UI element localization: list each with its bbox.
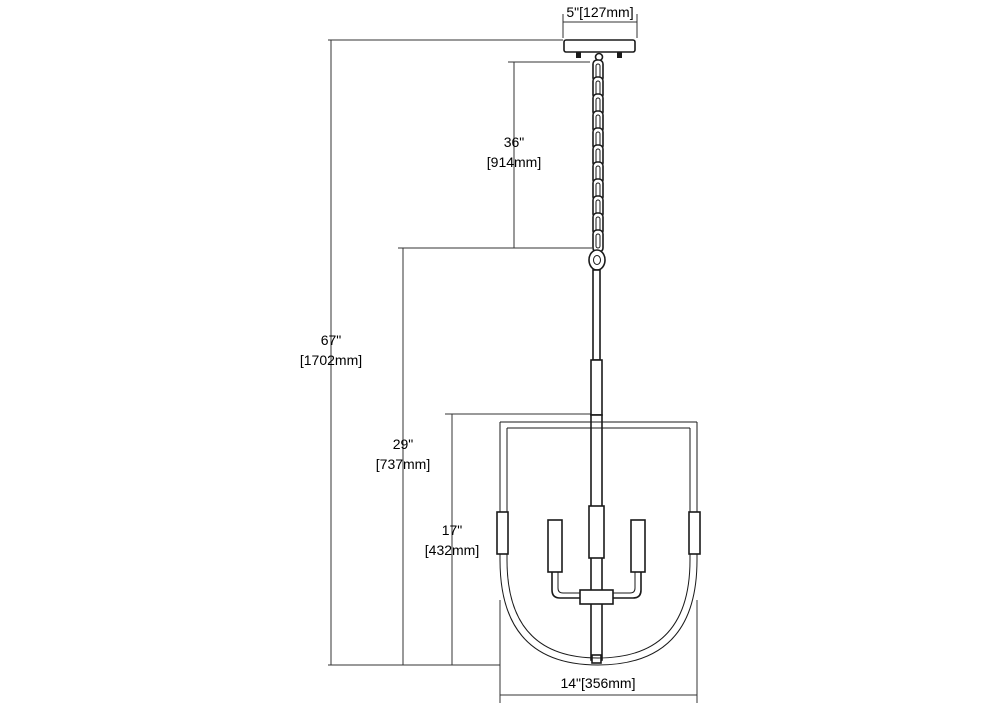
fixture-height-mm-label: [737mm]: [376, 456, 430, 472]
canopy-width-label: 5"[127mm]: [566, 4, 633, 20]
shade-width-label: 14"[356mm]: [560, 675, 635, 691]
chain: [592, 59, 604, 253]
overall-height-mm-label: [1702mm]: [300, 352, 362, 368]
chain-length-label: 36": [504, 134, 525, 150]
shade: [496, 421, 701, 666]
dimension-labels: 5"[127mm] 36" [914mm] 67" [1702mm] 29" […: [300, 4, 636, 691]
dimension-lines: [328, 14, 698, 703]
chain-length-mm-label: [914mm]: [487, 154, 541, 170]
chain-loop: [588, 249, 606, 271]
overall-height-label: 67": [321, 332, 342, 348]
chain-link: [592, 229, 604, 253]
fixture-height-label: 29": [393, 436, 414, 452]
chain-link-inner: [595, 233, 601, 249]
candle-arms: [547, 519, 646, 605]
shade-height-mm-label: [432mm]: [425, 542, 479, 558]
canopy: [563, 39, 636, 62]
shade-height-label: 17": [442, 522, 463, 538]
downrod: [588, 269, 605, 664]
